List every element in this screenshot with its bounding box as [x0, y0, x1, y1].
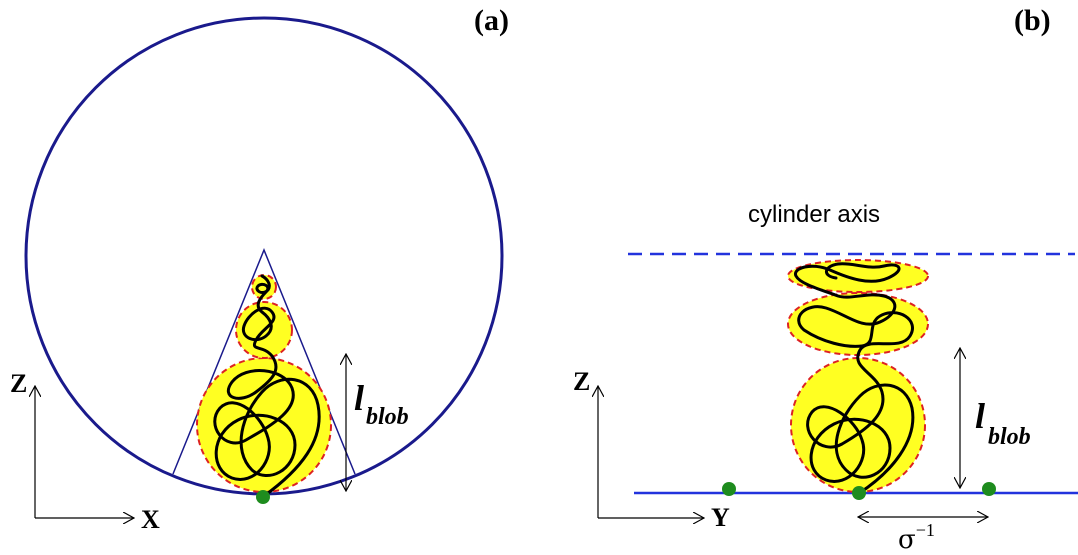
graft-spacing-label: σ−1 — [898, 520, 935, 555]
x-axis-label: X — [141, 505, 160, 534]
y-axis-label: Y — [711, 503, 730, 532]
panel-a: (a) l blob Z X — [10, 4, 509, 534]
z-axis-label: Z — [10, 369, 27, 398]
large-blob — [790, 357, 926, 493]
cylinder-axis-label: cylinder axis — [748, 201, 880, 228]
small-blob — [251, 274, 277, 300]
panel-b-label: (b) — [1014, 4, 1051, 37]
z-axis-label: Z — [573, 367, 590, 396]
panel-b: (b) cylinder axis l blob σ−1 Z Y — [573, 4, 1078, 555]
graft-point-left — [722, 482, 736, 496]
blob-size-symbol: l — [975, 396, 985, 436]
graft-point-right — [982, 482, 996, 496]
graft-point — [256, 490, 270, 504]
blob-size-subscript: blob — [366, 404, 409, 430]
blob-size-subscript: blob — [988, 424, 1031, 450]
polymer-chain — [213, 274, 321, 498]
spacing-symbol: σ — [898, 525, 916, 555]
blob-size-symbol: l — [354, 378, 364, 418]
panel-a-label: (a) — [474, 4, 509, 37]
graft-point-center — [852, 486, 866, 500]
polymer-chain — [794, 262, 915, 496]
spacing-exponent: −1 — [916, 520, 935, 540]
